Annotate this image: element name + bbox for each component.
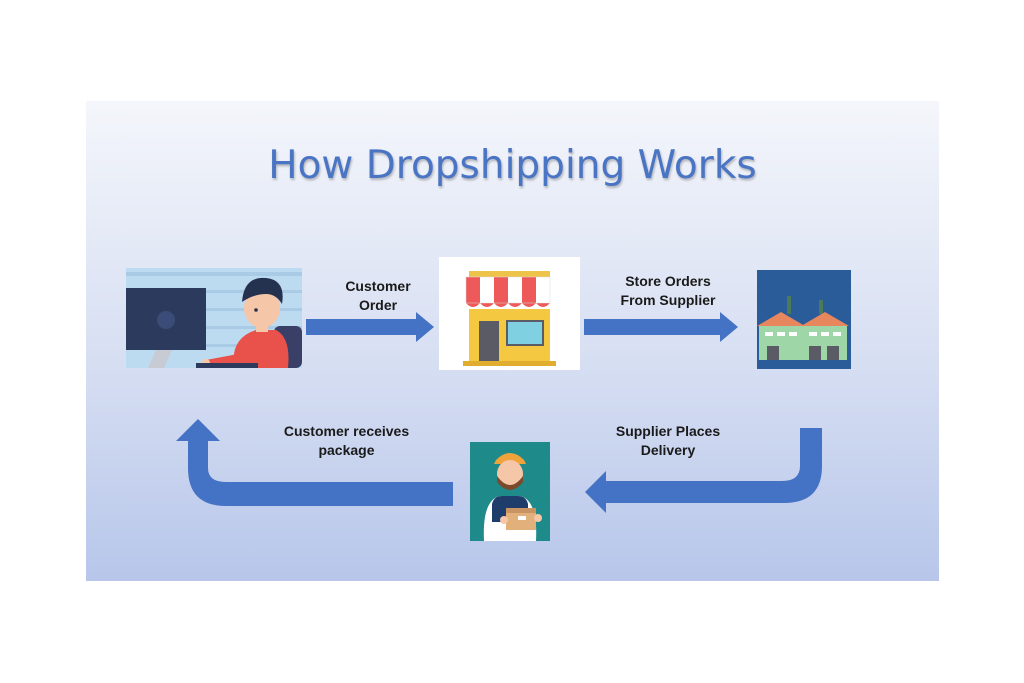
arrow-customer-to-store xyxy=(306,312,434,342)
flow-arrows xyxy=(176,312,822,513)
diagram-title: How Dropshipping Works xyxy=(268,143,757,188)
customer-computer-icon xyxy=(126,268,302,368)
delivery-person-icon xyxy=(470,442,550,541)
factory-icon xyxy=(757,270,851,369)
diagram-slide: How Dropshipping Works Customer Order St… xyxy=(86,101,939,581)
customer-at-computer xyxy=(126,268,302,368)
supplier-warehouse xyxy=(757,270,851,369)
arrow-delivery-to-customer xyxy=(176,419,453,506)
label-customer-receives: Customer receives package xyxy=(283,423,410,458)
storefront-icon xyxy=(463,271,556,366)
arrow-store-to-warehouse xyxy=(584,312,738,342)
label-supplier-places: Supplier Places Delivery xyxy=(615,423,721,458)
label-store-orders: Store Orders From Supplier xyxy=(620,273,716,308)
label-customer-order: Customer Order xyxy=(345,278,411,313)
delivery-person xyxy=(470,442,550,541)
arrow-warehouse-to-delivery xyxy=(585,428,822,513)
online-store xyxy=(439,257,580,370)
